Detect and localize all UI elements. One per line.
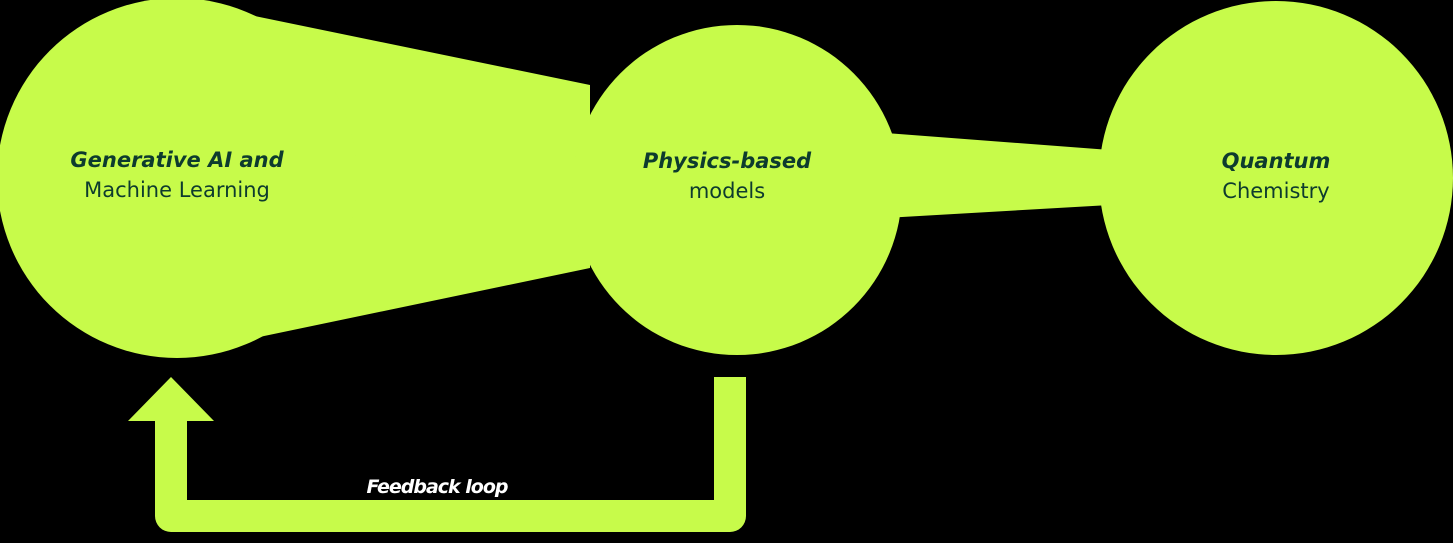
nodes [0, 0, 1453, 358]
up-arrow-icon [128, 377, 214, 421]
feedback-loop [128, 377, 746, 532]
feedback-loop-label: Feedback loop [366, 476, 508, 498]
node-circle-quantum [1099, 1, 1453, 355]
node-circle-genai [0, 0, 357, 358]
node-label-physics: Physics-based models [567, 146, 887, 206]
node-label-genai: Generative AI and Machine Learning [17, 145, 337, 205]
connector-physics-quantum [885, 133, 1110, 218]
node-title-genai: Generative AI and [70, 148, 284, 172]
node-subtitle-genai: Machine Learning [84, 178, 270, 202]
node-label-quantum: Quantum Chemistry [1116, 146, 1436, 206]
node-subtitle-quantum: Chemistry [1222, 179, 1330, 203]
feedback-loop-path [155, 377, 746, 532]
node-circle-physics [572, 25, 902, 355]
node-title-physics: Physics-based [642, 149, 812, 173]
node-subtitle-physics: models [688, 179, 766, 203]
node-title-quantum: Quantum [1221, 149, 1331, 173]
